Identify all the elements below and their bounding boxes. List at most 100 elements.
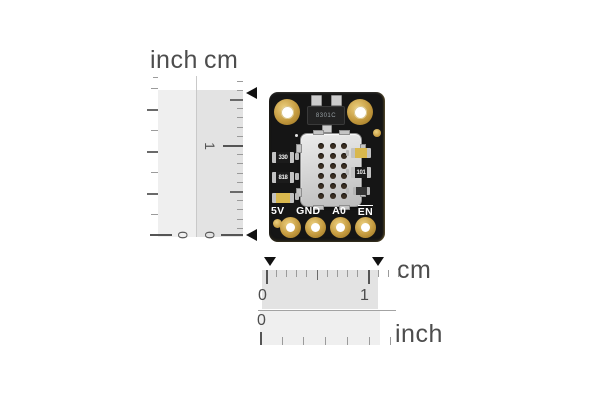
mounting-hole-bore: [280, 105, 294, 119]
regulator-marking: 8301C: [315, 112, 337, 119]
horizontal-ruler-divider: [258, 310, 396, 311]
sensor-vent-hole: [341, 193, 347, 199]
resistor-marking: 330: [278, 154, 288, 161]
bottom-edge-marker-icon: [246, 229, 257, 241]
smd-capacitor: [272, 193, 294, 203]
mounting-hole-right: [347, 99, 373, 125]
sensor-tab: [313, 205, 324, 210]
vertical-cm-strip: [197, 90, 243, 237]
gold-via: [273, 219, 282, 228]
ruler-tick: [276, 270, 277, 277]
solder-pad: [295, 153, 299, 160]
sensor-vent-hole: [330, 143, 336, 149]
ruler-tick: [306, 270, 307, 277]
vertical-inch-unit-label: inch: [150, 46, 198, 74]
vertical-cm-unit-label: cm: [204, 46, 239, 74]
ruler-tick: [260, 332, 262, 345]
ruler-tick: [237, 228, 243, 229]
ruler-tick: [237, 108, 243, 109]
ruler-tick: [147, 193, 158, 195]
pin-label-en: EN: [357, 205, 373, 218]
sensor-vent-hole: [341, 173, 347, 179]
right-edge-marker-icon: [372, 257, 384, 266]
pin-labels: 5V GND A0 EN: [271, 205, 373, 219]
sensor-vent-hole: [341, 163, 347, 169]
ruler-tick: [390, 337, 391, 345]
sensor-vent-hole: [330, 183, 336, 189]
ruler-tick: [347, 337, 348, 345]
sensor-vent-hole: [318, 143, 324, 149]
pin-hole-bore: [286, 223, 295, 232]
smd-diode: [353, 187, 370, 195]
ruler-tick: [369, 337, 370, 345]
sensor-vent-hole: [330, 163, 336, 169]
ruler-tick: [368, 270, 370, 284]
ruler-tick: [237, 219, 243, 220]
ruler-tick: [286, 270, 287, 277]
horizontal-cm-unit-label: cm: [397, 256, 432, 284]
ruler-tick: [237, 127, 243, 128]
ruler-tick: [237, 200, 243, 201]
ruler-tick: [282, 337, 283, 345]
ruler-tick: [388, 270, 389, 277]
ruler-tick: [151, 88, 158, 89]
mems-gas-sensor-can: [296, 130, 366, 210]
ruler-tick: [237, 182, 243, 183]
pin-hole-bore: [311, 223, 320, 232]
vertical-cm-one: 1: [202, 142, 218, 150]
ruler-tick: [151, 130, 158, 131]
ruler-tick: [237, 117, 243, 118]
mounting-hole-left: [274, 99, 300, 125]
sensor-tab: [339, 130, 350, 135]
ruler-tick: [317, 270, 318, 280]
ruler-tick: [237, 173, 243, 174]
ruler-tick: [147, 109, 158, 111]
mounting-hole-bore: [353, 105, 367, 119]
horizontal-inch-unit-label: inch: [395, 320, 443, 348]
resistor-marking: 818: [278, 174, 288, 181]
horizontal-cm-one: 1: [360, 287, 369, 304]
smd-resistor: 101: [351, 167, 371, 178]
sensor-vent-hole: [330, 193, 336, 199]
pin-label-a0: A0: [332, 205, 347, 217]
regulator-pad: [331, 95, 342, 106]
ruler-tick: [237, 209, 243, 210]
smd-resistor: 818: [272, 172, 294, 183]
pin-label-gnd: GND: [296, 205, 321, 217]
gas-sensor-board: 8301C 330 818 101: [269, 92, 385, 242]
resistor-marking: 101: [356, 169, 366, 176]
pin-hole: [305, 217, 326, 238]
pin-hole-bore: [336, 223, 345, 232]
solder-pad: [295, 193, 299, 200]
ruler-tick: [337, 270, 338, 277]
sensor-vent-hole: [330, 153, 336, 159]
sensor-vent-hole: [330, 173, 336, 179]
ruler-tick: [237, 163, 243, 164]
gold-via: [373, 129, 381, 137]
sensor-tab: [339, 205, 350, 210]
sensor-vent-hole: [318, 193, 324, 199]
ruler-tick: [378, 270, 379, 277]
pin-hole: [355, 217, 376, 238]
ruler-tick: [223, 145, 243, 147]
horizontal-cm-strip: [262, 270, 378, 309]
pin-hole: [330, 217, 351, 238]
ruler-tick: [237, 81, 243, 82]
ruler-tick: [151, 172, 158, 173]
pin-hole-bore: [361, 223, 370, 232]
solder-pad: [346, 150, 349, 156]
ruler-tick: [230, 99, 243, 101]
vertical-inch-zero: 0: [175, 231, 191, 239]
sensor-vent-hole: [341, 183, 347, 189]
ruler-tick: [237, 136, 243, 137]
ruler-tick: [153, 77, 158, 78]
sensor-vent-hole: [318, 153, 324, 159]
sensor-tab: [296, 144, 302, 153]
vertical-cm-zero: 0: [202, 231, 218, 239]
ruler-tick: [296, 270, 297, 277]
sensor-vent-hole: [318, 163, 324, 169]
solder-pad: [295, 173, 299, 180]
vertical-inch-zero-tick: [150, 234, 172, 236]
ruler-tick: [147, 151, 158, 153]
